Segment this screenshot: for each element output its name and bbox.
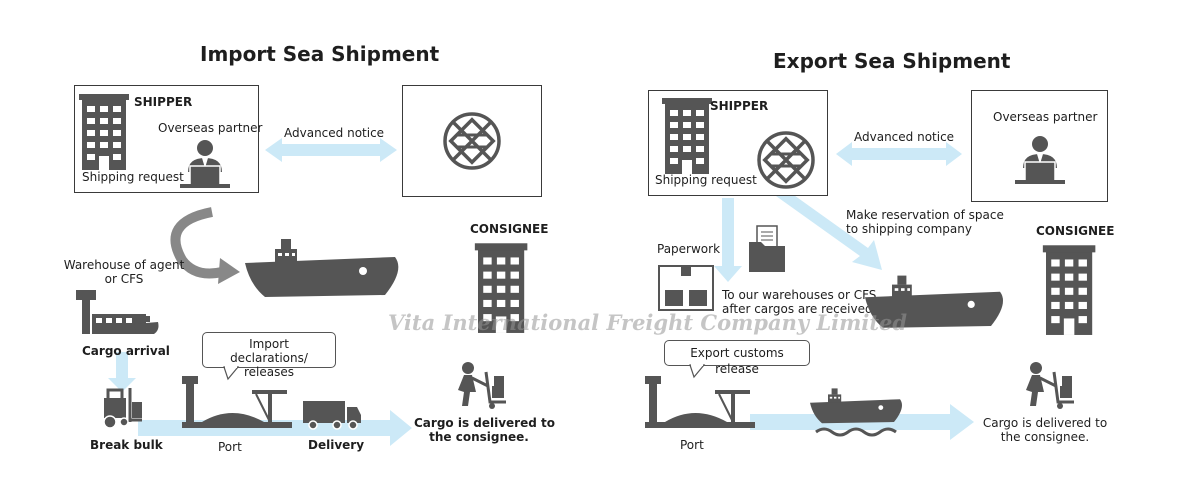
watermark: Vita International Freight Company Limit… — [388, 310, 908, 335]
export-ship-waves-icon — [810, 388, 902, 437]
import-declarations-bubble: Import declarations/ releases — [202, 332, 336, 379]
import-declarations-line2: releases — [243, 365, 294, 379]
import-ship-icon — [245, 239, 399, 297]
export-port-label: Port — [680, 438, 704, 452]
import-advanced-notice-label: Advanced notice — [284, 126, 385, 140]
import-warehouse-label: Warehouse of agent or CFS — [62, 258, 186, 286]
export-port-icon — [644, 375, 756, 429]
import-shipping-request-label: Shipping request — [82, 170, 184, 184]
import-cargo-arrival-label: Cargo arrival — [82, 344, 170, 358]
export-folder-icon — [748, 225, 786, 273]
export-title: Export Sea Shipment — [773, 49, 1011, 73]
export-customs-bubble-tail — [689, 364, 706, 379]
import-company-logo-icon — [443, 112, 501, 170]
import-warehouse-icon — [76, 290, 159, 334]
import-truck-icon — [302, 400, 362, 430]
import-shipper-label: SHIPPER — [134, 95, 193, 109]
export-advanced-notice-label: Advanced notice — [854, 130, 955, 144]
import-port-icon — [181, 375, 293, 429]
import-delivered-label: Cargo is delivered to the consignee. — [414, 416, 555, 444]
import-port-label: Port — [218, 440, 242, 454]
export-warehouses-line2: after cargos are received — [722, 302, 873, 316]
import-warehouse-label-line1: Warehouse of agent — [63, 258, 185, 272]
import-consignee-label: CONSIGNEE — [470, 222, 549, 236]
export-company-logo-icon — [757, 131, 815, 189]
import-declarations-line1: Import declarations/ — [230, 337, 308, 365]
import-forklift-icon — [102, 386, 144, 430]
export-shipper-label: SHIPPER — [710, 99, 769, 113]
import-declarations-bubble-tail — [223, 366, 240, 381]
export-delivered-label: Cargo is delivered to the consignee. — [980, 416, 1110, 444]
export-shipping-request-label: Shipping request — [655, 173, 757, 187]
export-delivered-line2: the consignee. — [1000, 430, 1090, 444]
import-delivered-line1: Cargo is delivered to — [414, 416, 555, 430]
export-shipper-building-icon — [662, 98, 712, 174]
export-package-icon — [658, 265, 714, 311]
import-shipper-building-icon — [79, 94, 129, 170]
import-delivered-line2: the consignee. — [429, 430, 529, 444]
export-customs-label: Export customs release — [690, 346, 784, 376]
import-overseas-partner-person-icon — [179, 139, 231, 189]
import-overseas-partner-label: Overseas partner — [158, 121, 263, 135]
import-warehouse-label-line2: or CFS — [104, 272, 144, 286]
import-delivery-worker-icon — [456, 360, 508, 411]
export-reservation-label: Make reservation of space to shipping co… — [846, 208, 1004, 236]
export-reservation-line2: to shipping company — [846, 222, 972, 236]
export-consignee-building-icon — [1042, 245, 1096, 335]
export-customs-bubble: Export customs release — [664, 340, 810, 376]
import-delivery-label: Delivery — [308, 438, 365, 452]
export-reservation-line1: Make reservation of space — [846, 208, 1004, 222]
export-paperwork-label: Paperwork — [657, 242, 721, 256]
export-delivery-worker-icon — [1024, 360, 1076, 411]
export-overseas-partner-person-icon — [1014, 135, 1066, 185]
import-break-bulk-label: Break bulk — [90, 438, 163, 452]
export-overseas-partner-label: Overseas partner — [993, 110, 1098, 124]
export-warehouses-label: To our warehouses or CFS after cargos ar… — [722, 288, 876, 316]
import-title: Import Sea Shipment — [200, 42, 440, 66]
export-consignee-label: CONSIGNEE — [1036, 224, 1115, 238]
export-warehouses-line1: To our warehouses or CFS — [722, 288, 877, 302]
export-delivered-line1: Cargo is delivered to — [982, 416, 1108, 430]
